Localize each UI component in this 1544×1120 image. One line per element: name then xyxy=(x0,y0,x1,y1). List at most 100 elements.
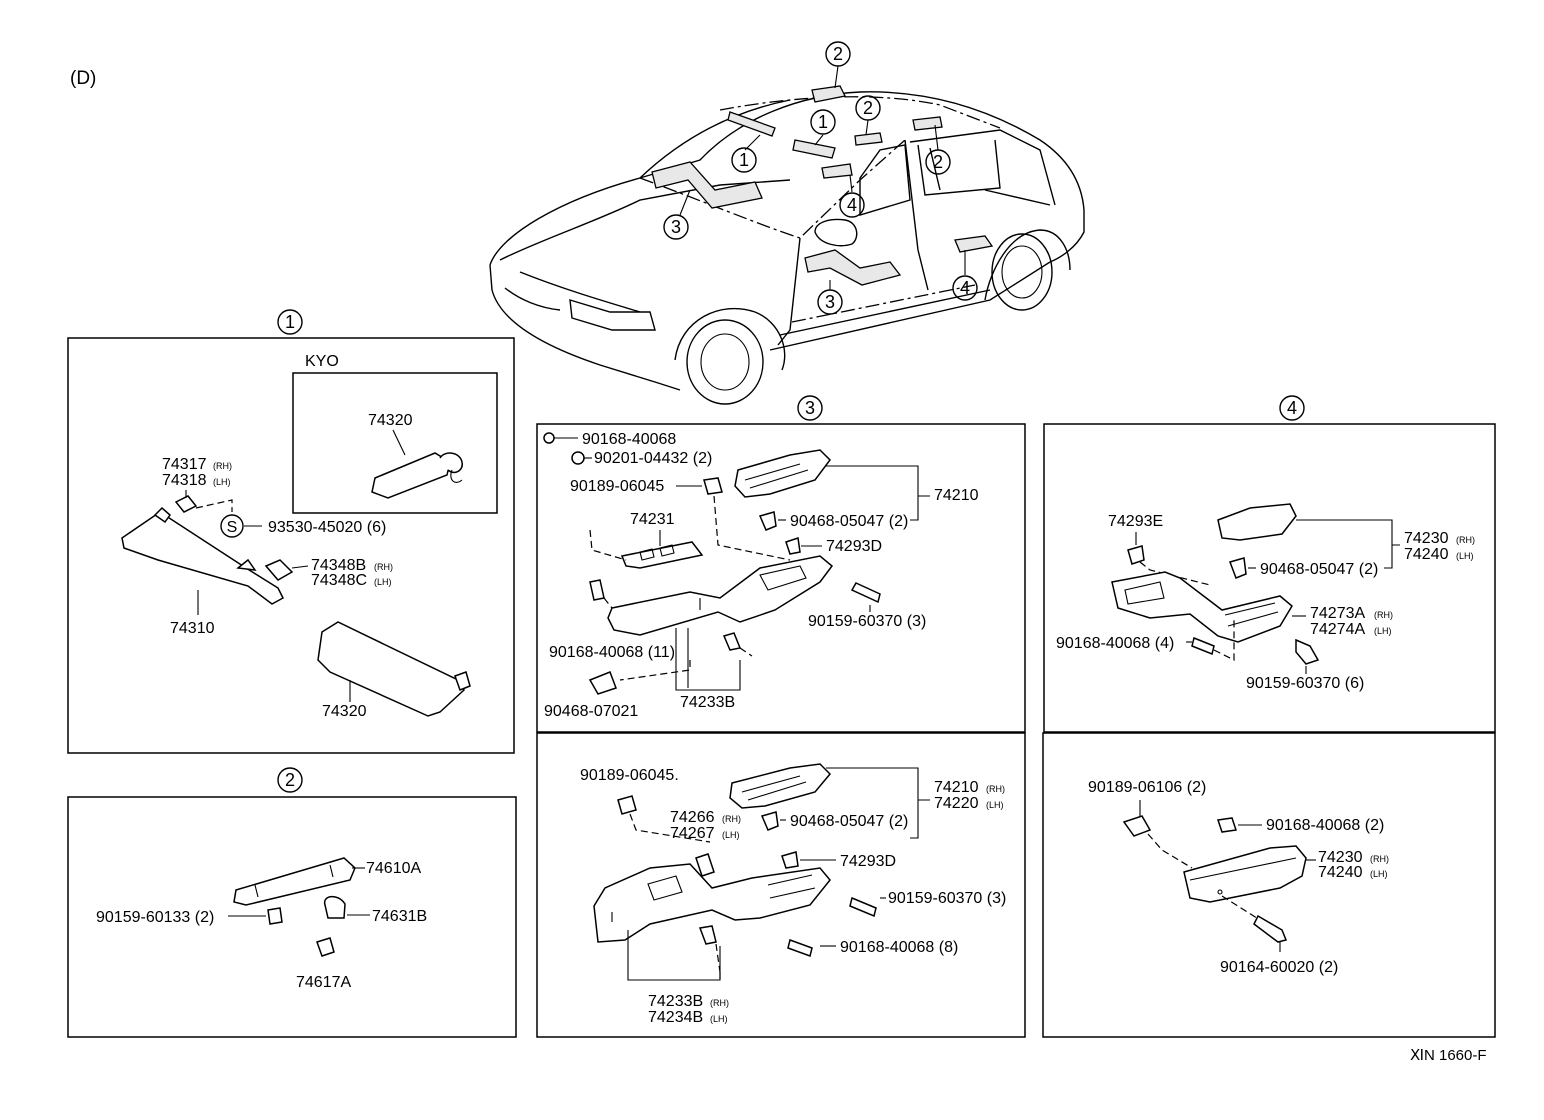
svg-text:(RH): (RH) xyxy=(986,784,1005,794)
armrest-74273a-shape xyxy=(1111,571,1293,643)
svg-text:(RH): (RH) xyxy=(374,562,393,572)
part-74234b-lh: 74234B xyxy=(648,1009,703,1026)
part-74231: 74231 xyxy=(630,511,675,528)
part-74220-lh: 74220 xyxy=(934,795,979,812)
svg-text:4: 4 xyxy=(1287,398,1297,418)
part-90201-04432: 90201-04432 (2) xyxy=(594,450,712,467)
kyo-label: KYO xyxy=(305,353,339,370)
svg-text:1: 1 xyxy=(739,150,749,170)
part-93530-45020: 93530-45020 (6) xyxy=(268,519,386,536)
car-callout-4a: 4 xyxy=(839,192,865,218)
visor-74320-shape xyxy=(317,621,465,717)
part-90159-60133: 90159-60133 (2) xyxy=(96,909,214,926)
part-74274a: 74274A xyxy=(1310,621,1365,638)
part-90189-06045: 90189-06045 xyxy=(570,478,664,495)
car-callout-2b: 2 xyxy=(855,95,881,121)
part-90159-60370-c: 90159-60370 (6) xyxy=(1246,675,1364,692)
svg-text:1: 1 xyxy=(285,312,295,332)
part-90468-07021: 90468-07021 xyxy=(544,703,638,720)
part-74240-lh-b: 74240 xyxy=(1318,864,1363,881)
car-callout-2a: 2 xyxy=(825,41,851,67)
part-90168-40068-d: 90168-40068 (4) xyxy=(1056,635,1174,652)
panel-4a-armrest: 74293E 74230 (RH) 74240 (LH) 90468-05047… xyxy=(1043,423,1496,733)
svg-text:(RH): (RH) xyxy=(710,998,729,1008)
svg-text:3: 3 xyxy=(671,217,681,237)
panel-3a-front-armrest: 90168-40068 90201-04432 (2) 90189-06045 … xyxy=(536,423,1026,733)
car-callout-2c: 2 xyxy=(925,149,951,175)
svg-text:2: 2 xyxy=(933,152,943,172)
part-90189-06106: 90189-06106 (2) xyxy=(1088,779,1206,796)
s-mark: S xyxy=(227,519,238,536)
part-90168-40068-b: 90168-40068 (11) xyxy=(549,644,675,661)
footer-code: ⅪN 1660-F xyxy=(1410,1047,1487,1064)
svg-text:(RH): (RH) xyxy=(1456,535,1475,545)
part-74293d-b: 74293D xyxy=(840,853,896,870)
panel-1-sun-visor: KYO 74320 74317 (RH) 74318 (LH) S 93530-… xyxy=(67,337,515,754)
svg-text:2: 2 xyxy=(285,770,295,790)
part-74267: 74267 xyxy=(670,825,715,842)
section-3-header: 3 xyxy=(797,395,823,421)
section-tag: (D) xyxy=(70,68,96,89)
car-callout-1a: 1 xyxy=(731,147,757,173)
part-90164-60020: 90164-60020 (2) xyxy=(1220,959,1338,976)
part-74348b: 74348B xyxy=(311,557,366,574)
pad-74210b-shape xyxy=(729,763,832,809)
svg-text:(LH): (LH) xyxy=(374,577,392,587)
svg-text:(RH): (RH) xyxy=(1370,854,1389,864)
part-74348c: 74348C xyxy=(311,572,367,589)
svg-text:(LH): (LH) xyxy=(986,800,1004,810)
section-1-header: 1 xyxy=(277,309,303,335)
svg-text:(LH): (LH) xyxy=(1370,869,1388,879)
part-74610a: 74610A xyxy=(366,860,421,877)
svg-text:(RH): (RH) xyxy=(213,461,232,471)
pad-74230-shape xyxy=(1217,503,1297,541)
part-90468-05047-b: 90468-05047 (2) xyxy=(790,813,908,830)
visor-74310-shape xyxy=(121,511,284,605)
svg-text:3: 3 xyxy=(805,398,815,418)
part-74317: 74317 xyxy=(162,456,207,473)
panel-4b-grip: 90189-06106 (2) 90168-40068 (2) 74230 (R… xyxy=(1042,732,1496,1038)
part-74293d: 74293D xyxy=(826,538,882,555)
part-74293e: 74293E xyxy=(1108,513,1163,530)
part-90168-40068-a: 90168-40068 xyxy=(582,431,676,448)
svg-text:2: 2 xyxy=(863,98,873,118)
grip-74610a-shape xyxy=(233,857,356,906)
svg-text:2: 2 xyxy=(833,44,843,64)
svg-text:1: 1 xyxy=(818,112,828,132)
svg-text:(RH): (RH) xyxy=(722,814,741,824)
pad-74210-shape xyxy=(734,449,831,498)
svg-text:4: 4 xyxy=(847,195,857,215)
part-74230-rh-b: 74230 xyxy=(1318,849,1363,866)
part-74230-rh: 74230 xyxy=(1404,530,1449,547)
part-90189-06045-b: 90189-06045. xyxy=(580,767,679,784)
svg-text:(LH): (LH) xyxy=(213,477,231,487)
svg-text:3: 3 xyxy=(825,292,835,312)
svg-text:(LH): (LH) xyxy=(1456,551,1474,561)
car-illustration xyxy=(489,65,1085,405)
svg-text:(LH): (LH) xyxy=(722,830,740,840)
section-4-header: 4 xyxy=(1279,395,1305,421)
car-callout-1b: 1 xyxy=(810,109,836,135)
car-callout-3b: 3 xyxy=(817,289,843,315)
kyo-visor-shape xyxy=(371,452,451,499)
part-74273a: 74273A xyxy=(1310,605,1365,622)
part-74233b-rh: 74233B xyxy=(648,993,703,1010)
kyo-part-74320: 74320 xyxy=(368,412,413,429)
part-90168-40068-c: 90168-40068 (8) xyxy=(840,939,958,956)
part-74320: 74320 xyxy=(322,703,367,720)
svg-text:(RH): (RH) xyxy=(1374,610,1393,620)
part-90168-40068-e: 90168-40068 (2) xyxy=(1266,817,1384,834)
panel-3b-rear-armrest: 90189-06045. 74210 (RH) 74220 (LH) 90468… xyxy=(536,732,1026,1038)
part-90468-05047: 90468-05047 (2) xyxy=(790,513,908,530)
car-callout-3a: 3 xyxy=(663,214,689,240)
car-callout-4b: 4 xyxy=(952,275,978,301)
part-90159-60370-b: 90159-60370 (3) xyxy=(888,890,1006,907)
part-90468-05047-c: 90468-05047 (2) xyxy=(1260,561,1378,578)
part-74210: 74210 xyxy=(934,487,979,504)
part-74310: 74310 xyxy=(170,620,215,637)
part-74631b: 74631B xyxy=(372,908,427,925)
part-74233b: 74233B xyxy=(680,694,735,711)
part-74318: 74318 xyxy=(162,472,207,489)
grip-74230-shape xyxy=(1183,845,1307,903)
rear-armrest-body-shape xyxy=(593,863,831,943)
